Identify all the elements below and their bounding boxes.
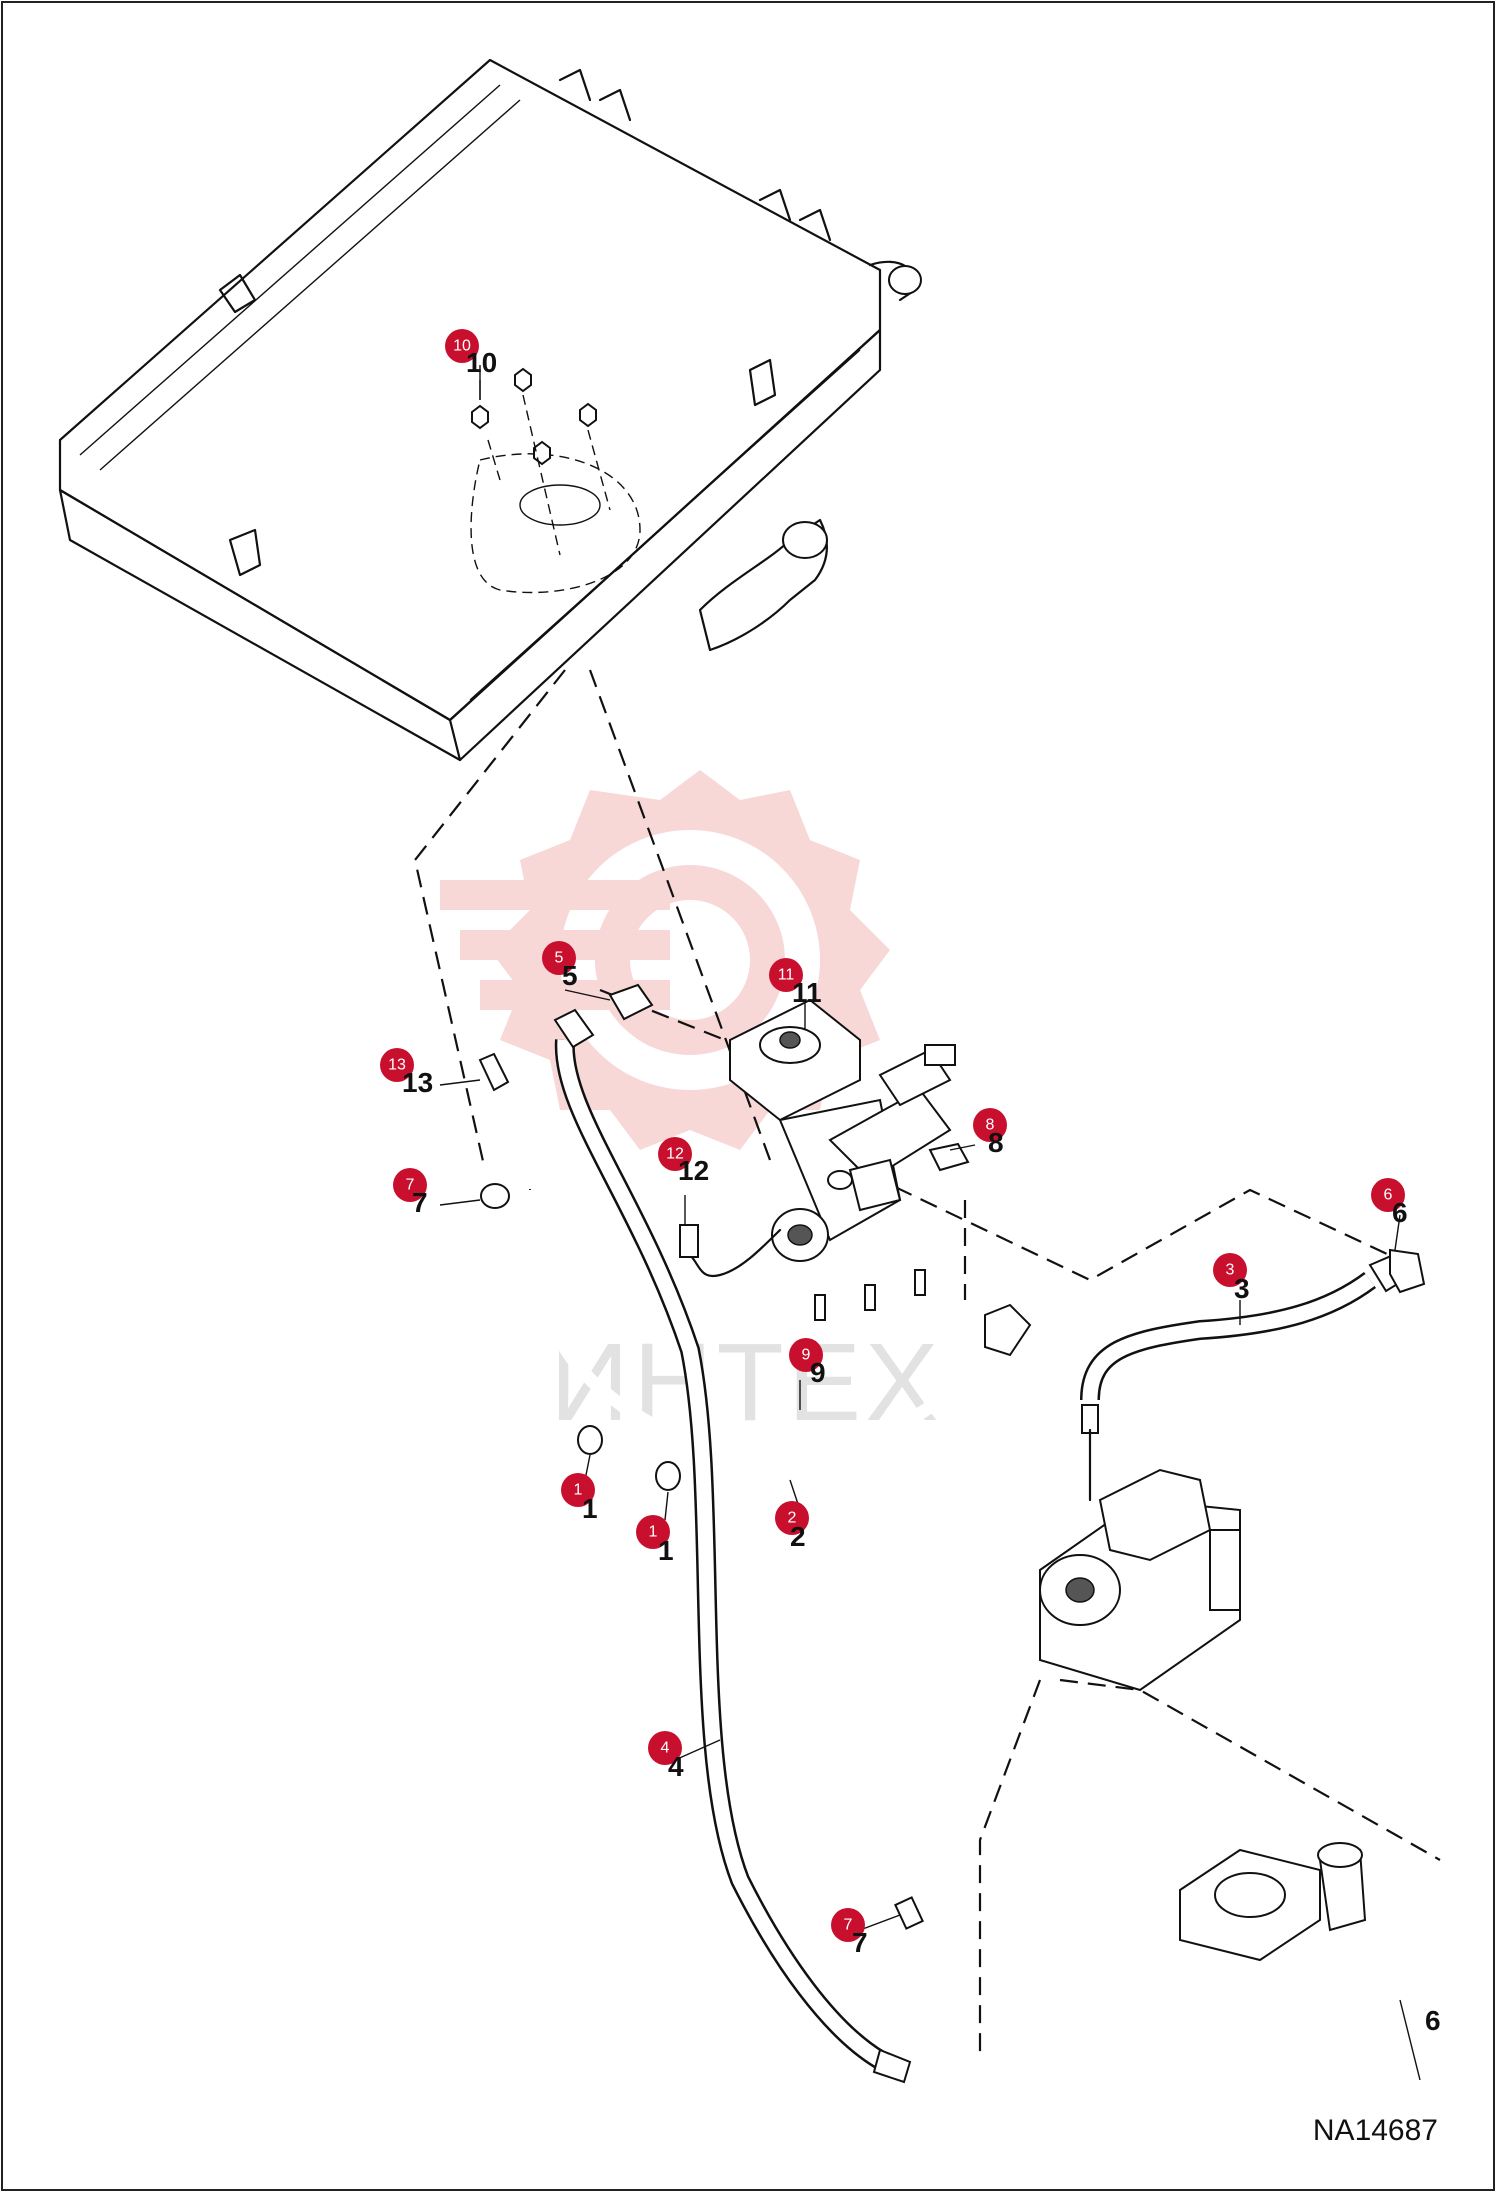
ref-number-4: 4 bbox=[668, 1751, 684, 1782]
callout-1a[interactable]: 1 bbox=[561, 1473, 595, 1507]
ref-number-13: 13 bbox=[402, 1067, 433, 1098]
ref-number-3: 3 bbox=[1234, 1273, 1250, 1304]
callout-6[interactable]: 6 bbox=[1371, 1178, 1405, 1212]
svg-text:12: 12 bbox=[666, 1146, 684, 1163]
clamp-item-7b bbox=[894, 1896, 924, 1930]
clamp-item-1b bbox=[655, 1461, 681, 1491]
ref-number-9: 9 bbox=[810, 1357, 826, 1388]
svg-text:2: 2 bbox=[788, 1510, 797, 1527]
ref-number-5: 5 bbox=[562, 960, 578, 991]
ref-number-1a: 1 bbox=[582, 1493, 598, 1524]
svg-text:10: 10 bbox=[453, 338, 471, 355]
ref-number-6: 6 bbox=[1392, 1197, 1408, 1228]
clamp-item-7a bbox=[480, 1183, 510, 1209]
watermark-text: ИНТЕХ bbox=[550, 1321, 942, 1444]
ref-number-12: 12 bbox=[678, 1155, 709, 1186]
callout-3[interactable]: 3 bbox=[1213, 1253, 1247, 1287]
svg-text:13: 13 bbox=[388, 1057, 406, 1074]
callout-8[interactable]: 8 bbox=[973, 1108, 1007, 1142]
callout-7b[interactable]: 7 bbox=[831, 1908, 865, 1942]
svg-text:4: 4 bbox=[661, 1740, 670, 1757]
solenoid-item-12 bbox=[679, 1208, 829, 1278]
cooler-assembly bbox=[58, 58, 922, 762]
drawing-number: NA14687 bbox=[1312, 2114, 1438, 2147]
hydraulic-tank: 6 bbox=[1179, 1842, 1441, 2081]
hydraulic-pump bbox=[1039, 1428, 1241, 1692]
callout-10[interactable]: 10 bbox=[445, 329, 479, 363]
callout-1b[interactable]: 1 bbox=[636, 1515, 670, 1549]
svg-text:6: 6 bbox=[1384, 1187, 1393, 1204]
svg-text:7: 7 bbox=[844, 1917, 853, 1934]
fitting-item-5 bbox=[608, 983, 654, 1021]
ref-number-1b: 1 bbox=[658, 1535, 674, 1566]
bolts-item-9 bbox=[814, 1269, 926, 1321]
callout-5[interactable]: 5 bbox=[542, 941, 576, 975]
ref-number-10: 10 bbox=[466, 347, 497, 378]
callout-7a[interactable]: 7 bbox=[393, 1168, 427, 1202]
callout-2[interactable]: 2 bbox=[775, 1501, 809, 1535]
nuts-item-10 bbox=[471, 367, 611, 556]
callout-badges: 10 10 5 5 11 11 13 13 8 8 12 12 7 7 6 6 … bbox=[380, 329, 1408, 1958]
svg-text:7: 7 bbox=[406, 1177, 415, 1194]
svg-text:8: 8 bbox=[986, 1117, 995, 1134]
svg-text:1: 1 bbox=[649, 1524, 658, 1541]
ref-number-7a: 7 bbox=[412, 1187, 428, 1218]
callout-11[interactable]: 11 bbox=[769, 958, 803, 992]
callout-9[interactable]: 9 bbox=[789, 1338, 823, 1372]
ref-number-11: 11 bbox=[792, 977, 822, 1008]
svg-text:3: 3 bbox=[1226, 1262, 1235, 1279]
fittings bbox=[478, 983, 970, 1172]
valve-assembly-item-11 bbox=[729, 998, 956, 1242]
fitting-item-13 bbox=[478, 1052, 510, 1092]
callout-4[interactable]: 4 bbox=[648, 1731, 682, 1765]
clamps bbox=[480, 1183, 924, 1930]
hose-item-4 bbox=[553, 1008, 912, 2084]
ref-number-7b: 7 bbox=[852, 1927, 868, 1958]
callout-13[interactable]: 13 bbox=[380, 1048, 414, 1082]
elbow-fitting-item-6 bbox=[1389, 1248, 1426, 1294]
ref-number-2: 2 bbox=[790, 1521, 806, 1552]
ref-number-8: 8 bbox=[988, 1127, 1004, 1158]
svg-text:9: 9 bbox=[802, 1347, 811, 1364]
svg-text:11: 11 bbox=[778, 967, 795, 984]
clamp-item-1a bbox=[577, 1425, 603, 1455]
callout-12[interactable]: 12 bbox=[658, 1137, 692, 1171]
ref-arrow-number: 6 bbox=[1425, 2005, 1441, 2036]
fitting-item-8 bbox=[928, 1142, 970, 1172]
svg-text:5: 5 bbox=[555, 950, 564, 967]
svg-text:1: 1 bbox=[574, 1482, 583, 1499]
